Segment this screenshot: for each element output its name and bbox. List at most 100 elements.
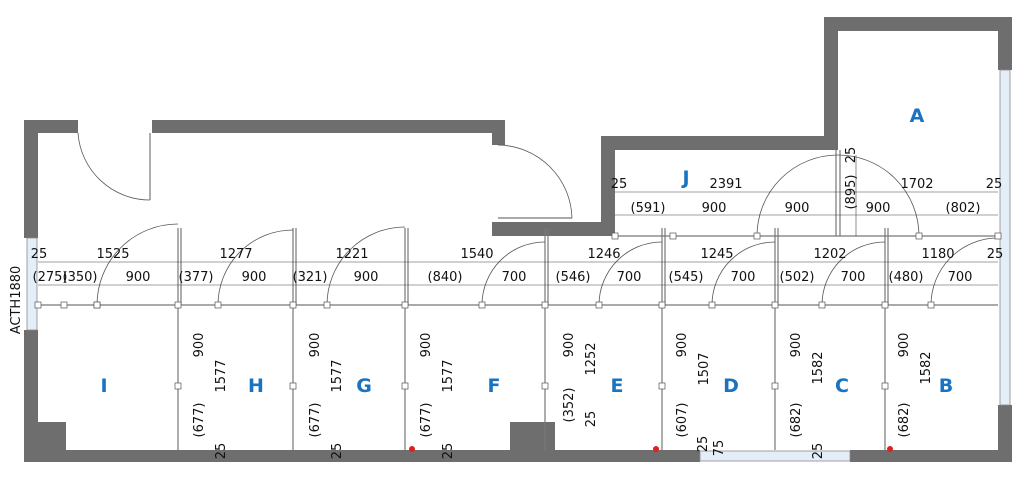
dim-label: 900	[354, 270, 379, 285]
dim-label: 900	[419, 333, 434, 358]
fire-sensors	[409, 446, 893, 452]
j-dimensions: 25 2391 1702 25 (591) 900 900 900 (802) …	[611, 147, 1003, 216]
entry-doors	[77, 132, 573, 219]
door-swing	[323, 226, 406, 309]
dimension-lines	[38, 155, 998, 286]
dim-label: 25	[986, 177, 1003, 192]
dim-label: 25	[811, 443, 826, 460]
sensor-icon	[409, 446, 415, 452]
window-bottom	[699, 450, 851, 462]
dim-label: (840)	[428, 270, 463, 285]
dim-label: 900	[702, 201, 727, 216]
dim-label: 900	[866, 201, 891, 216]
dim-label: (607)	[675, 403, 690, 438]
room-label-d: D	[723, 375, 739, 397]
dim-label: 900	[308, 333, 323, 358]
dim-label: 1582	[811, 351, 826, 384]
sensor-icon	[653, 446, 659, 452]
partition-wall	[658, 228, 666, 450]
room-label-a: A	[910, 105, 925, 127]
dim-label: (677)	[192, 403, 207, 438]
partition-wall	[401, 228, 409, 450]
door-swing	[837, 154, 923, 240]
dim-label: (682)	[897, 403, 912, 438]
dim-label: 1525	[96, 247, 129, 262]
dim-label: 25	[584, 411, 599, 428]
dim-label: 700	[617, 270, 642, 285]
room-depth-dimensions: 900 1577 (677) 25 900 1577 (677) 25 900 …	[192, 333, 934, 460]
dim-label: 900	[897, 333, 912, 358]
dim-label: (802)	[946, 201, 981, 216]
dim-label: (591)	[631, 201, 666, 216]
dim-label: 1252	[584, 342, 599, 375]
dim-label: (275)	[33, 270, 68, 285]
partition-wall	[174, 228, 182, 450]
dim-label: 1507	[697, 352, 712, 385]
side-height-label: ACTH1880	[9, 266, 24, 335]
room-labels: A J I H G F E D C B	[100, 105, 953, 397]
dim-label: 900	[126, 270, 151, 285]
walls	[24, 17, 1012, 462]
dim-label: (546)	[556, 270, 591, 285]
dim-label: 1702	[900, 177, 933, 192]
dim-label: 1245	[700, 247, 733, 262]
door-swings	[34, 154, 1002, 309]
dim-label: (682)	[789, 403, 804, 438]
dim-label: 1246	[587, 247, 620, 262]
dim-label: 25	[696, 436, 711, 453]
dim-label: 1577	[214, 359, 229, 392]
dim-label: (545)	[669, 270, 704, 285]
room-label-f: F	[488, 375, 501, 397]
door-swing	[753, 154, 839, 240]
dim-label: (321)	[293, 270, 328, 285]
front-part-dimensions: (275) (350) 900 (377) 900 (321) 900 (840…	[33, 270, 973, 285]
dim-label: 1277	[219, 247, 252, 262]
partition-wall	[881, 228, 889, 450]
door-swing	[214, 229, 294, 309]
dim-label: 25	[31, 247, 48, 262]
dim-label: 700	[731, 270, 756, 285]
window-right	[999, 69, 1011, 406]
dim-label: (677)	[308, 403, 323, 438]
partition-wall	[771, 228, 779, 450]
room-label-b: B	[939, 375, 953, 397]
room-label-e: E	[611, 375, 624, 397]
dim-label: 900	[242, 270, 267, 285]
dim-label: 900	[562, 333, 577, 358]
dim-label: 1577	[441, 359, 456, 392]
dim-label: 1221	[335, 247, 368, 262]
dim-label: (480)	[889, 270, 924, 285]
dim-label: 900	[192, 333, 207, 358]
dim-label: 1582	[919, 351, 934, 384]
dim-label: (895)	[844, 175, 859, 210]
dim-label: 900	[675, 333, 690, 358]
window-left	[26, 237, 38, 331]
door-swing	[478, 241, 546, 309]
door-swing	[595, 241, 663, 309]
dim-label: (352)	[562, 388, 577, 423]
dim-label: 1540	[460, 247, 493, 262]
dim-label: 700	[841, 270, 866, 285]
dim-label: 25	[844, 147, 859, 164]
front-total-dimensions: 25 1525 1277 1221 1540 1246 1245 1202 11…	[31, 247, 1004, 262]
room-label-c: C	[835, 375, 849, 397]
room-label-h: H	[248, 375, 264, 397]
door-swing	[927, 237, 999, 309]
dim-label: 75	[712, 440, 727, 457]
dim-label: 2391	[709, 177, 742, 192]
door-swing	[93, 223, 179, 309]
dim-label: (677)	[419, 403, 434, 438]
dim-label: 700	[502, 270, 527, 285]
partition-wall	[541, 228, 549, 450]
dim-label: (502)	[780, 270, 815, 285]
door-swing	[818, 241, 886, 309]
dim-label: 25	[214, 443, 229, 460]
room-label-j: J	[680, 167, 689, 189]
dim-label: 1202	[813, 247, 846, 262]
dim-label: 25	[987, 247, 1004, 262]
door-swing	[708, 241, 776, 309]
dim-label: 1577	[330, 359, 345, 392]
dim-label: 900	[785, 201, 810, 216]
sensor-icon	[887, 446, 893, 452]
